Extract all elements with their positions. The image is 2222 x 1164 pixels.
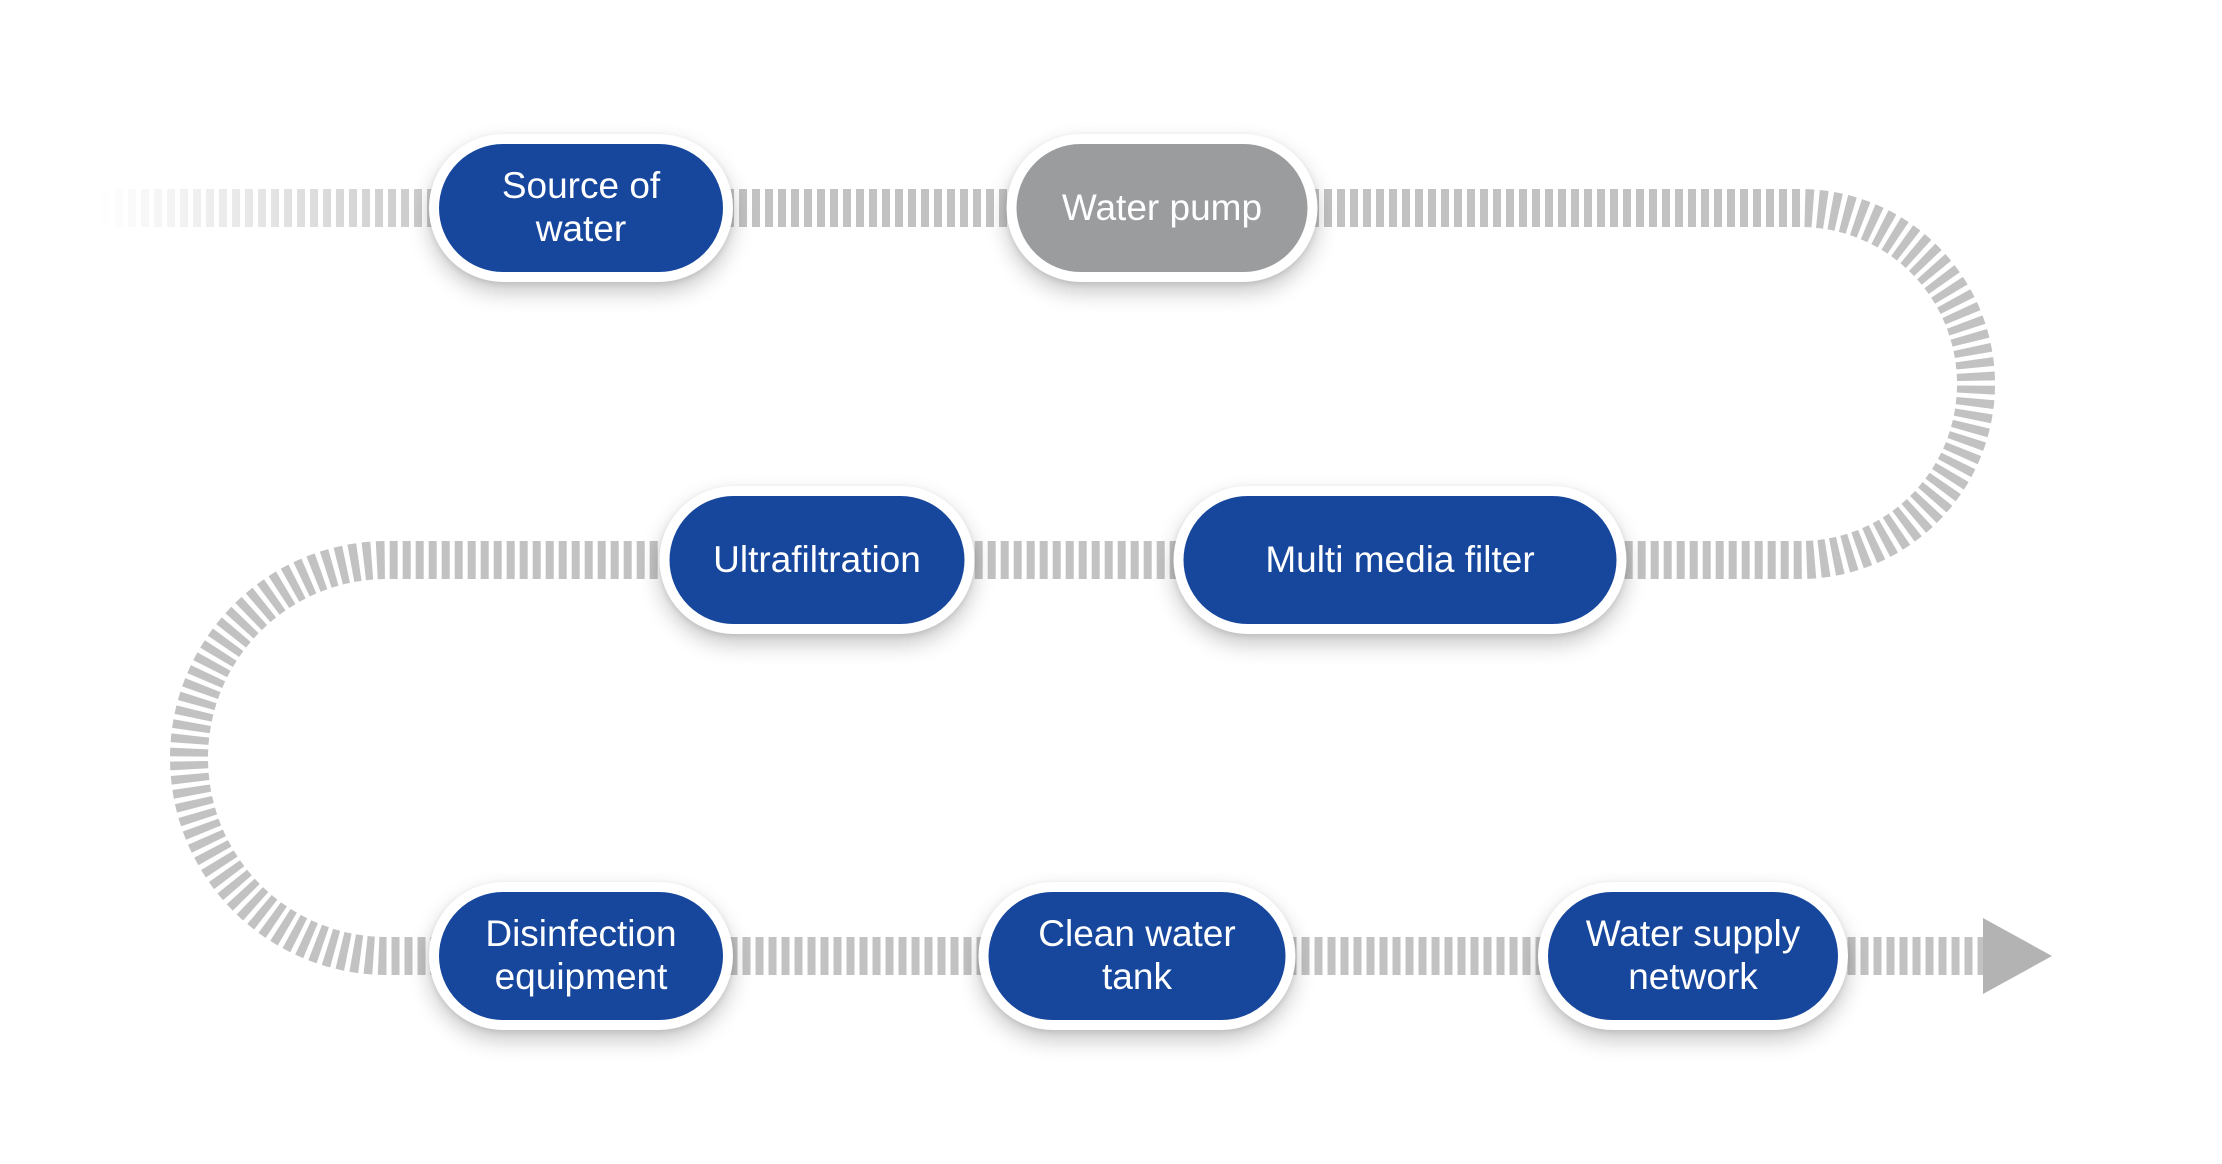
flow-arrowhead-icon xyxy=(1983,918,2052,994)
node-water-supply-network: Water supply network xyxy=(1538,882,1848,1030)
node-label: Multi media filter xyxy=(1265,538,1535,580)
node-label: Water pump xyxy=(1061,186,1263,228)
node-source-of-water: Source of water xyxy=(429,134,733,282)
node-disinfection-equipment: Disinfection equipment xyxy=(429,882,733,1030)
node-clean-water-tank: Clean water tank xyxy=(978,882,1296,1030)
node-label: Clean water tank xyxy=(1038,913,1236,997)
flow-track-path xyxy=(170,189,1995,975)
node-label: Water supply network xyxy=(1585,913,1801,997)
node-water-pump: Water pump xyxy=(1006,134,1318,282)
node-multi-media-filter: Multi media filter xyxy=(1173,486,1627,634)
node-label: Disinfection equipment xyxy=(485,913,677,997)
node-ultrafiltration: Ultrafiltration xyxy=(659,486,975,634)
node-label: Ultrafiltration xyxy=(713,538,921,580)
node-label: Source of water xyxy=(501,165,661,249)
